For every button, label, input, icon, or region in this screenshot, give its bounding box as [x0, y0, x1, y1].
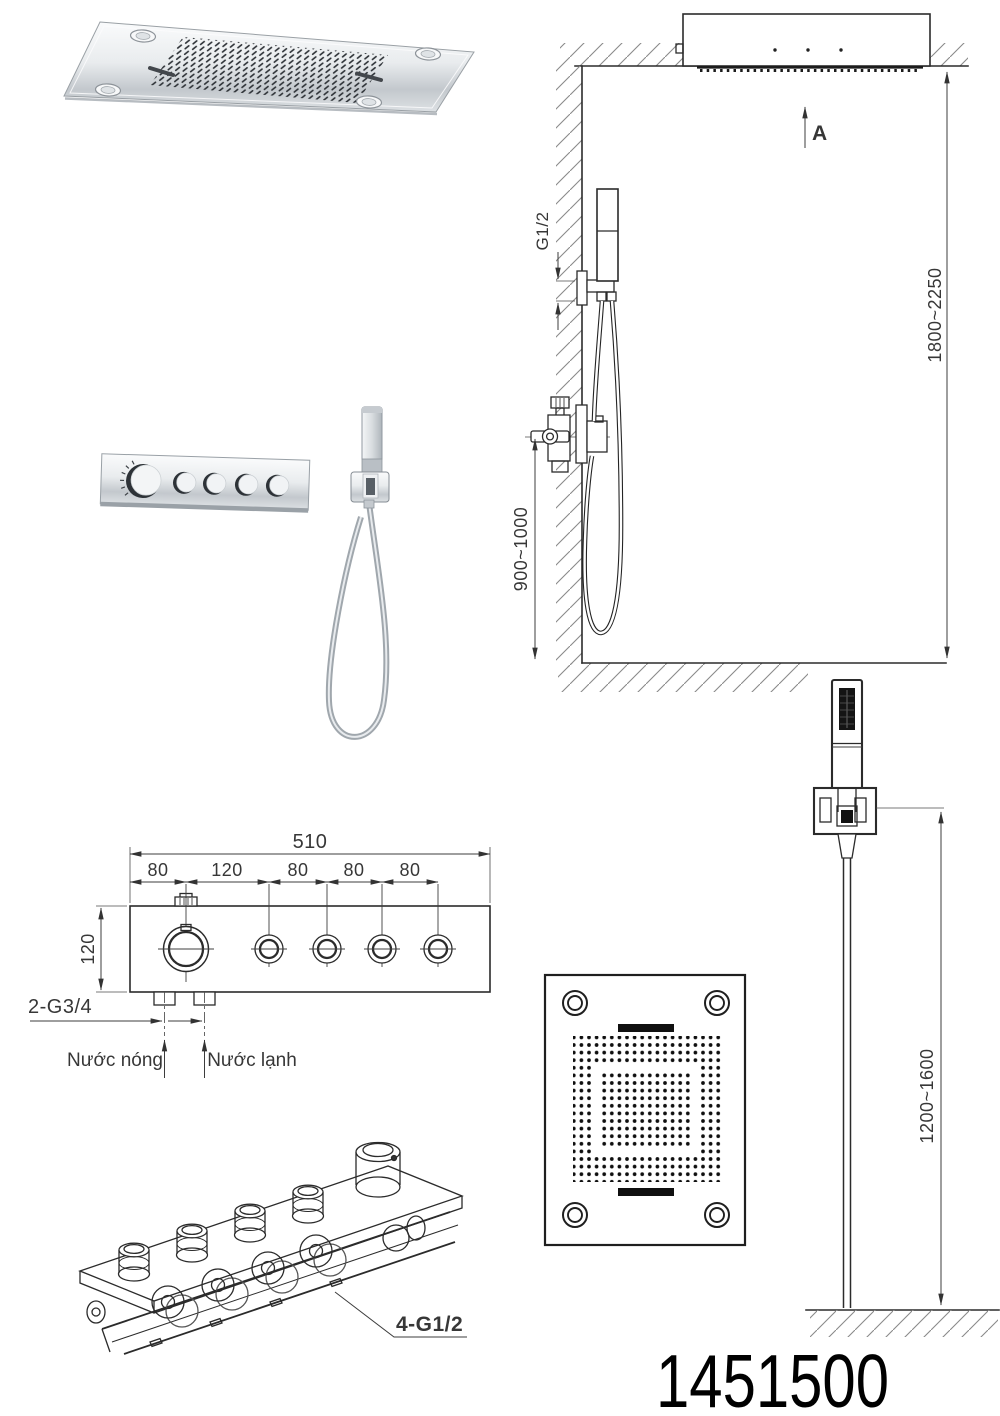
- outlet-leader: [334, 1291, 467, 1338]
- shower-hose-side: [582, 300, 624, 636]
- hot-water-label: Nước nóng: [67, 1050, 163, 1071]
- corner-spotlights: [562, 990, 730, 1228]
- wall-hatch: [556, 66, 582, 667]
- product-code: 1451500: [656, 1339, 889, 1416]
- installation-side-view: A 1800~2250 G1/2: [511, 13, 969, 692]
- valve-outlet-block: [586, 420, 608, 453]
- panel-highlight: [69, 25, 469, 109]
- mixer-height-dim: 900~1000: [511, 507, 531, 592]
- cold-water-label: Nước lạnh: [207, 1050, 297, 1071]
- hand-shower-photo: [325, 406, 390, 740]
- handle-hub: [541, 428, 559, 445]
- nozzle-zone-gap: [593, 1063, 701, 1157]
- segment-dim-3: 80: [287, 860, 308, 880]
- handle-photo: [361, 406, 383, 462]
- head-height-dim: 1800~2250: [925, 267, 945, 362]
- handle-screw: [545, 432, 555, 441]
- valve-wall-plate: [575, 404, 588, 464]
- waterfall-slot-right: [355, 71, 383, 82]
- segment-dim-4: 80: [343, 860, 364, 880]
- volume-knob-outlines: [251, 884, 456, 967]
- wall-mixer-valve-side: [525, 396, 610, 473]
- segment-dim-2: 120: [211, 860, 243, 880]
- bracket-slot: [366, 478, 375, 495]
- hose-connector: [363, 499, 375, 509]
- valve-foot: [551, 460, 569, 473]
- main-knob: [120, 460, 162, 499]
- volume-knobs: [172, 471, 290, 497]
- hose-nut: [836, 805, 858, 827]
- connection-size-label: G1/2: [533, 212, 552, 251]
- manifold-feet: [149, 1277, 343, 1348]
- nozzle-field: [150, 37, 388, 103]
- iso-knobs: [117, 1141, 401, 1282]
- ceiling-hatch-left: [560, 43, 683, 66]
- panel-height-dim: 120: [78, 933, 98, 965]
- panel-edge: [64, 97, 438, 116]
- hand-shower-handle-side: [596, 188, 619, 282]
- spotlight-group: [94, 29, 442, 109]
- floor-hatch-right: [810, 1310, 998, 1337]
- waterfall-slot-left: [148, 66, 175, 77]
- outlet-spec-label: 4-G1/2: [396, 1313, 463, 1336]
- inlet-spec-label: 2-G3/4: [28, 996, 92, 1018]
- panel-thickness: [100, 501, 309, 513]
- mixer-panel-photo: [99, 453, 311, 513]
- section-label: A: [812, 122, 828, 145]
- segment-dim-1: 80: [147, 860, 168, 880]
- hose-cone: [837, 833, 857, 859]
- ceiling-hatch-right: [930, 43, 968, 66]
- handle-cap: [362, 407, 382, 413]
- cartridge-circles: [86, 1215, 426, 1328]
- waterfall-slot-bottom: [618, 1188, 674, 1196]
- head-bracket: [675, 43, 684, 54]
- floor-hatch: [558, 663, 808, 692]
- wall-hand-shower: [576, 188, 619, 306]
- waterfall-slot-top: [618, 1024, 674, 1032]
- overall-width-dim: 510: [293, 831, 328, 853]
- hose-nipple-1: [596, 291, 607, 302]
- ceiling-shower-head-photo: [63, 21, 475, 116]
- valve-manifold-iso-view: 4-G1/2: [78, 1141, 467, 1355]
- hand-shower-front-view: 1200~1600: [805, 678, 1000, 1337]
- hose-height-dim: 1200~1600: [917, 1048, 937, 1143]
- shower-head-bottom-view: [543, 973, 747, 1247]
- holder-flange: [576, 270, 588, 306]
- mixer-front-dimension-view: 510 80 120 80 80 80 120 2-G: [28, 831, 491, 1078]
- segment-dim-5: 80: [399, 860, 420, 880]
- recessed-head-box: [682, 13, 931, 67]
- hose-nipple-2: [606, 291, 617, 302]
